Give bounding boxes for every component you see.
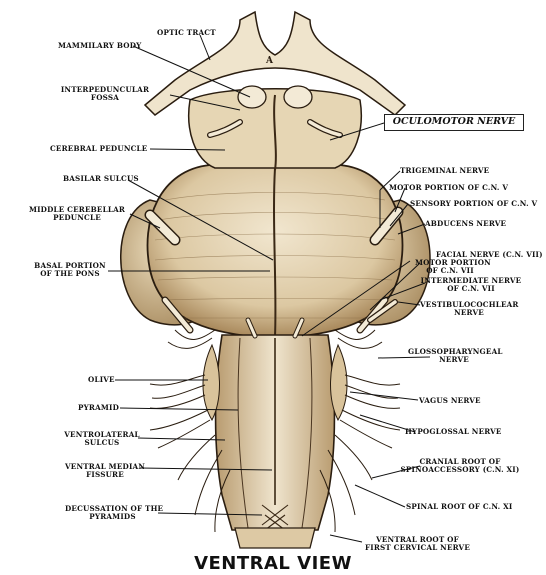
caption-ventral-view: VENTRAL VIEW (0, 553, 546, 574)
spinal-cord (235, 528, 315, 548)
label-cranial-root-line2: SPINOACCESSORY (C.N. XI) (400, 466, 520, 474)
label-decussation-pyramids: DECUSSATION OF THE PYRAMIDS (65, 505, 160, 521)
label-motor-portion-vii-line2: OF C.N. VII (415, 267, 485, 275)
label-pyramid: PYRAMID (78, 404, 119, 412)
chiasm-letter: A (265, 56, 274, 66)
label-glossopharyngeal-nerve: GLOSSOPHARYNGEAL NERVE (408, 348, 500, 364)
label-cerebral-peduncle: CEREBRAL PEDUNCLE (50, 145, 147, 153)
mammillary-body-left (238, 86, 266, 108)
label-interpeduncular-fossa: INTERPEDUNCULAR FOSSA (50, 86, 160, 102)
label-vestibulocochlear-line2: NERVE (420, 309, 518, 317)
label-ventral-root-first-cervical: VENTRAL ROOT OF FIRST CERVICAL NERVE (360, 536, 475, 552)
label-ventrolateral-line2: SULCUS (62, 439, 142, 447)
label-intermediate-line2: OF C.N. VII (418, 285, 524, 293)
label-hypoglossal-nerve: HYPOGLOSSAL NERVE (405, 428, 502, 436)
label-motor-portion-v: MOTOR PORTION OF C.N. V (389, 184, 508, 192)
label-cranial-root-xi: CRANIAL ROOT OF SPINOACCESSORY (C.N. XI) (400, 458, 520, 474)
label-decussation-line2: PYRAMIDS (65, 513, 160, 521)
label-glossopharyngeal-line2: NERVE (408, 356, 500, 364)
label-motor-portion-vii: MOTOR PORTION OF C.N. VII (415, 259, 485, 275)
label-middle-cerebellar-peduncle: MIDDLE CEREBELLAR PEDUNCLE (22, 206, 132, 222)
label-ventrolateral-sulcus: VENTROLATERAL SULCUS (62, 431, 142, 447)
label-ventral-root-line2: FIRST CERVICAL NERVE (360, 544, 475, 552)
label-oculomotor-nerve: OCULOMOTOR NERVE (384, 114, 524, 131)
label-intermediate-nerve: INTERMEDIATE NERVE OF C.N. VII (418, 277, 524, 293)
label-trigeminal-nerve: TRIGEMINAL NERVE (400, 167, 489, 175)
label-mammilary-body: MAMMILARY BODY (58, 42, 141, 50)
label-basal-portion-pons: BASAL PORTION OF THE PONS (25, 262, 115, 278)
label-vagus-nerve: VAGUS NERVE (419, 397, 481, 405)
label-spinal-root-xi: SPINAL ROOT OF C.N. XI (406, 503, 512, 511)
label-ventral-median-line2: FISSURE (65, 471, 145, 479)
label-olive: OLIVE (88, 376, 115, 384)
label-ventral-median-fissure: VENTRAL MEDIAN FISSURE (65, 463, 145, 479)
mammillary-body-right (284, 86, 312, 108)
label-basilar-sulcus: BASILAR SULCUS (63, 175, 139, 183)
label-middle-cerebellar-line2: PEDUNCLE (22, 214, 132, 222)
label-vestibulocochlear-nerve: VESTIBULOCOCHLEAR NERVE (420, 301, 518, 317)
label-sensory-portion-v: SENSORY PORTION OF C.N. V (410, 200, 537, 208)
label-basal-portion-line2: OF THE PONS (25, 270, 115, 278)
label-abducens-nerve: ABDUCENS NERVE (425, 220, 506, 228)
label-interpeduncular-line2: FOSSA (50, 94, 160, 102)
label-optic-tract: OPTIC TRACT (157, 29, 216, 37)
